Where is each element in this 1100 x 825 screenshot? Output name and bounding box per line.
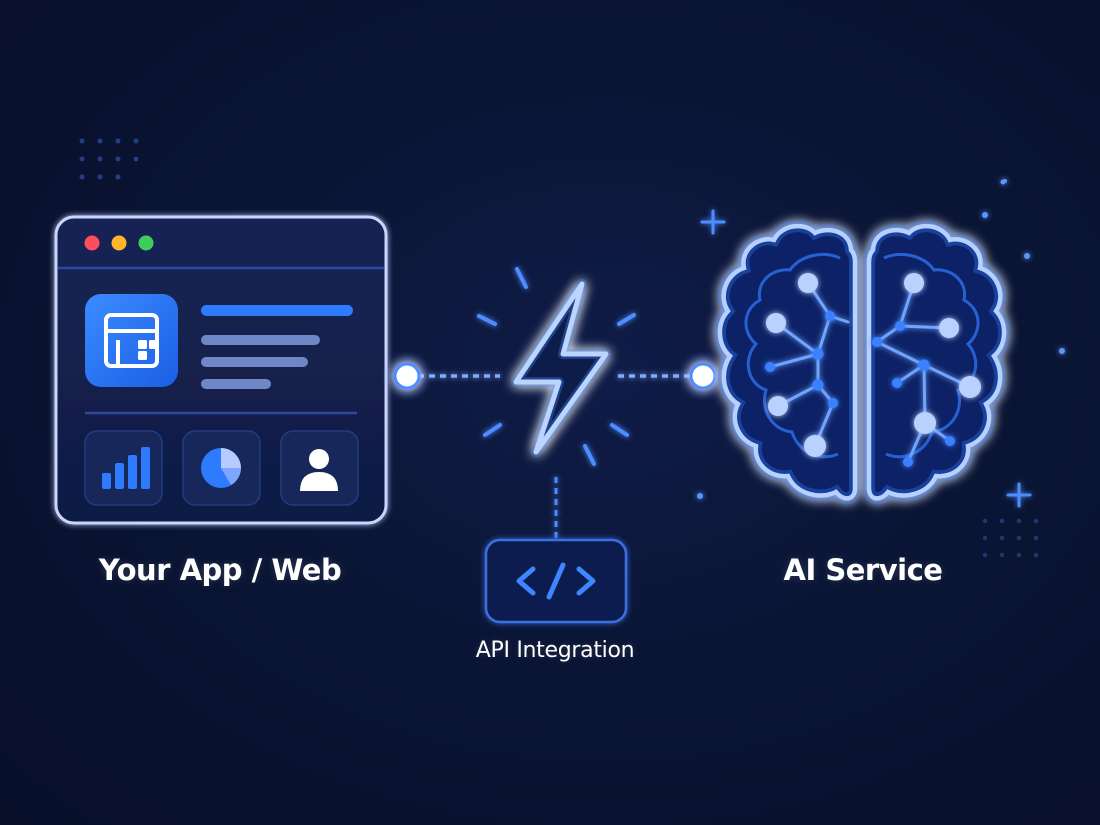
code-brackets-icon bbox=[484, 538, 628, 624]
bar-chart-icon bbox=[84, 430, 163, 506]
content-placeholder-lines bbox=[201, 305, 353, 389]
api-integration-label: API Integration bbox=[475, 638, 635, 663]
dot-grid-decoration-right bbox=[982, 518, 1039, 558]
dot-grid-decoration-left bbox=[79, 138, 139, 180]
minimize-dot-icon bbox=[111, 235, 127, 251]
brain-network-icon bbox=[714, 220, 1010, 505]
ai-service-label: AI Service bbox=[783, 553, 943, 587]
connector-lines bbox=[418, 374, 692, 538]
plus-sparkle-icon bbox=[700, 209, 1032, 508]
connector-node-left bbox=[393, 362, 421, 390]
user-icon bbox=[280, 430, 359, 506]
layout-dashboard-icon bbox=[85, 294, 178, 387]
maximize-dot-icon bbox=[138, 235, 154, 251]
sparkle-decorations bbox=[697, 179, 1065, 499]
app-label: Your App / Web bbox=[98, 553, 342, 587]
close-dot-icon bbox=[84, 235, 100, 251]
connector-node-right bbox=[689, 362, 717, 390]
pie-chart-icon bbox=[182, 430, 261, 506]
app-window bbox=[54, 215, 388, 525]
lightning-bolt-icon bbox=[477, 267, 636, 466]
